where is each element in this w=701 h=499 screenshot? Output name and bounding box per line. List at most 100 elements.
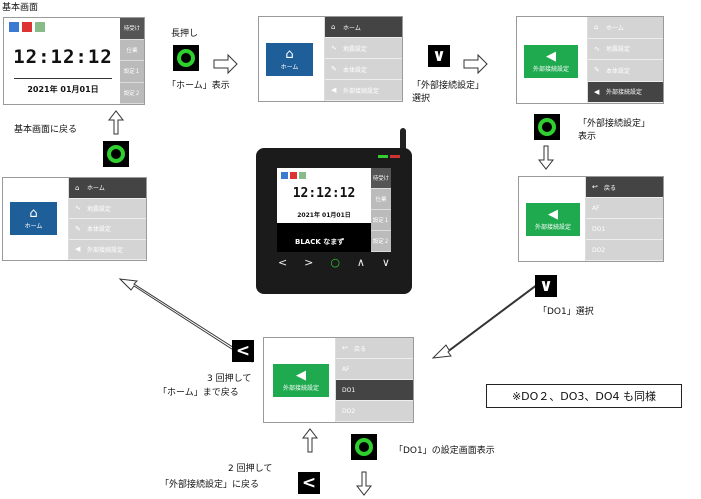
menu-item-do1[interactable]: DO1	[586, 219, 663, 240]
up-key[interactable]: ∧	[356, 256, 365, 269]
device-banner: BLACK なまず	[277, 223, 371, 252]
side-item[interactable]: 設定１	[120, 61, 144, 83]
speaker-icon: ◀	[548, 207, 558, 222]
left-key[interactable]: <	[278, 256, 288, 269]
status-led-green	[378, 155, 388, 158]
menu-item-af[interactable]: AF	[336, 359, 413, 380]
label-do1-settings: 「DO1」の設定画面表示	[394, 446, 495, 456]
device-body: 12:12:12 2021年 01月01日 BLACK なまず 待受け 仕業 設…	[256, 148, 412, 294]
home-tile[interactable]: ⌂ ホーム	[10, 202, 57, 235]
label-press3-1: 3 回押して	[207, 374, 252, 384]
ok-button-icon	[351, 434, 377, 460]
device-clock-date: 2021年 01月01日	[297, 212, 351, 219]
home-screen-return: ⌂ ホーム ⌂ホーム ∿地震設定 ✎本体設定 ◀外部接続設定	[2, 177, 147, 261]
home-menu: ⌂ホーム ∿地震設定 ✎本体設定 ◀外部接続設定	[324, 17, 402, 101]
ext-tile[interactable]: ◀ 外部接続設定	[273, 364, 329, 397]
side-item[interactable]: 待受け	[371, 168, 391, 189]
down-key[interactable]: ∨	[381, 256, 390, 269]
menu-item-do1[interactable]: DO1	[336, 380, 413, 401]
label-press2-2: 「外部接続設定」に戻る	[160, 480, 260, 490]
device-clock-time: 12:12:12	[292, 186, 356, 201]
menu-item-home[interactable]: ⌂ホーム	[588, 17, 663, 39]
menu-item-home[interactable]: ⌂ホーム	[69, 178, 146, 199]
ok-button-icon	[534, 114, 560, 140]
ext-menu: ↩戻る AF DO1 DO2	[335, 338, 413, 422]
wave-icon: ∿	[594, 44, 600, 53]
speaker-icon: ◀	[546, 49, 556, 64]
label-long-press: 長押し	[171, 29, 199, 39]
note-box: ※DO２、DO3、DO4 も同様	[486, 384, 682, 408]
menu-item-back[interactable]: ↩戻る	[586, 177, 663, 198]
house-icon: ⌂	[331, 23, 336, 31]
status-led-red	[390, 155, 400, 158]
down-key-icon: ∨	[535, 275, 557, 297]
wave-icon: ∿	[75, 204, 81, 213]
tile-label: 外部接続設定	[534, 224, 571, 231]
side-item[interactable]: 設定２	[371, 231, 391, 252]
wave-icon: ∿	[331, 44, 337, 52]
house-icon: ⌂	[285, 47, 294, 62]
basic-screen: 12:12:12 2021年 01月01日 待受け 仕業 設定１ 設定２	[3, 17, 145, 105]
tile-label: ホーム	[24, 223, 43, 230]
ext-settings-screen: ◀ 外部接続設定 ↩戻る AF DO1 DO2	[518, 176, 664, 262]
app-icon-blue	[9, 22, 19, 32]
wrench-icon: ✎	[331, 65, 337, 73]
clock-date: 2021年 01月01日	[27, 85, 99, 94]
arrow-down-ext	[537, 145, 555, 170]
basic-side-menu: 待受け 仕業 設定１ 設定２	[120, 18, 144, 104]
menu-item-quake[interactable]: ∿地震設定	[69, 198, 146, 219]
menu-item-quake[interactable]: ∿地震設定	[325, 38, 402, 59]
ext-selected-screen: ◀ 外部接続設定 ⌂ホーム ∿地震設定 ✎本体設定 ◀外部接続設定	[516, 16, 664, 104]
right-key[interactable]: >	[304, 256, 314, 269]
menu-item-af[interactable]: AF	[586, 198, 663, 219]
speaker-icon: ◀	[296, 368, 306, 383]
back-key-icon: <	[232, 340, 254, 362]
device-side-menu: 待受け 仕業 設定１ 設定２	[371, 168, 391, 252]
label-do1-select: 「DO1」選択	[538, 307, 594, 317]
menu-item-do2[interactable]: DO2	[586, 240, 663, 261]
menu-item-external[interactable]: ◀外部接続設定	[325, 80, 402, 101]
label-ext-select-2: 選択	[412, 94, 431, 104]
ext-tile[interactable]: ◀ 外部接続設定	[524, 45, 578, 78]
arrow-up-basic	[107, 110, 125, 135]
arrow-up-bottom	[301, 428, 319, 453]
ok-key[interactable]: ○	[330, 256, 340, 269]
ext-menu: ↩戻る AF DO1 DO2	[585, 177, 663, 261]
menu-item-external[interactable]: ◀外部接続設定	[588, 81, 663, 103]
home-tile[interactable]: ⌂ ホーム	[266, 43, 313, 76]
menu-item-external[interactable]: ◀外部接続設定	[69, 239, 146, 260]
side-item[interactable]: 設定２	[120, 83, 144, 104]
label-back-to-basic: 基本画面に戻る	[14, 125, 78, 135]
menu-item-device[interactable]: ✎本体設定	[325, 59, 402, 80]
side-item[interactable]: 設定１	[371, 210, 391, 231]
house-icon: ⌂	[29, 206, 38, 221]
speaker-icon: ◀	[75, 245, 81, 254]
ok-button-icon	[173, 45, 199, 71]
arrow-diag-do1	[431, 275, 549, 359]
tile-label: ホーム	[280, 64, 299, 71]
ext-tile[interactable]: ◀ 外部接続設定	[526, 203, 580, 236]
menu-item-do2[interactable]: DO2	[336, 401, 413, 422]
label-home-display: 「ホーム」表示	[167, 81, 230, 91]
app-icon-red	[22, 22, 32, 32]
home-screen: ⌂ ホーム ⌂ホーム ∿地震設定 ✎本体設定 ◀外部接続設定	[258, 16, 403, 102]
arrow-right-2	[463, 53, 488, 75]
side-item[interactable]: 仕業	[371, 189, 391, 210]
clock-time: 12:12:12	[13, 46, 113, 68]
arrow-right-1	[213, 53, 238, 75]
back-key-icon: <	[298, 472, 320, 494]
return-icon: ↩	[342, 344, 348, 352]
label-press3-2: 「ホーム」まで戻る	[158, 388, 239, 398]
menu-item-device[interactable]: ✎本体設定	[588, 60, 663, 82]
menu-item-device[interactable]: ✎本体設定	[69, 219, 146, 240]
side-item[interactable]: 待受け	[120, 18, 144, 40]
tile-label: 外部接続設定	[532, 66, 569, 73]
menu-item-quake[interactable]: ∿地震設定	[588, 38, 663, 60]
speaker-icon: ◀	[594, 87, 600, 96]
menu-item-back[interactable]: ↩戻る	[336, 338, 413, 359]
label-basic-screen: 基本画面	[2, 3, 39, 13]
speaker-icon: ◀	[331, 86, 337, 94]
side-item[interactable]: 仕業	[120, 40, 144, 61]
house-icon: ⌂	[75, 183, 80, 192]
menu-item-home[interactable]: ⌂ホーム	[325, 17, 402, 38]
